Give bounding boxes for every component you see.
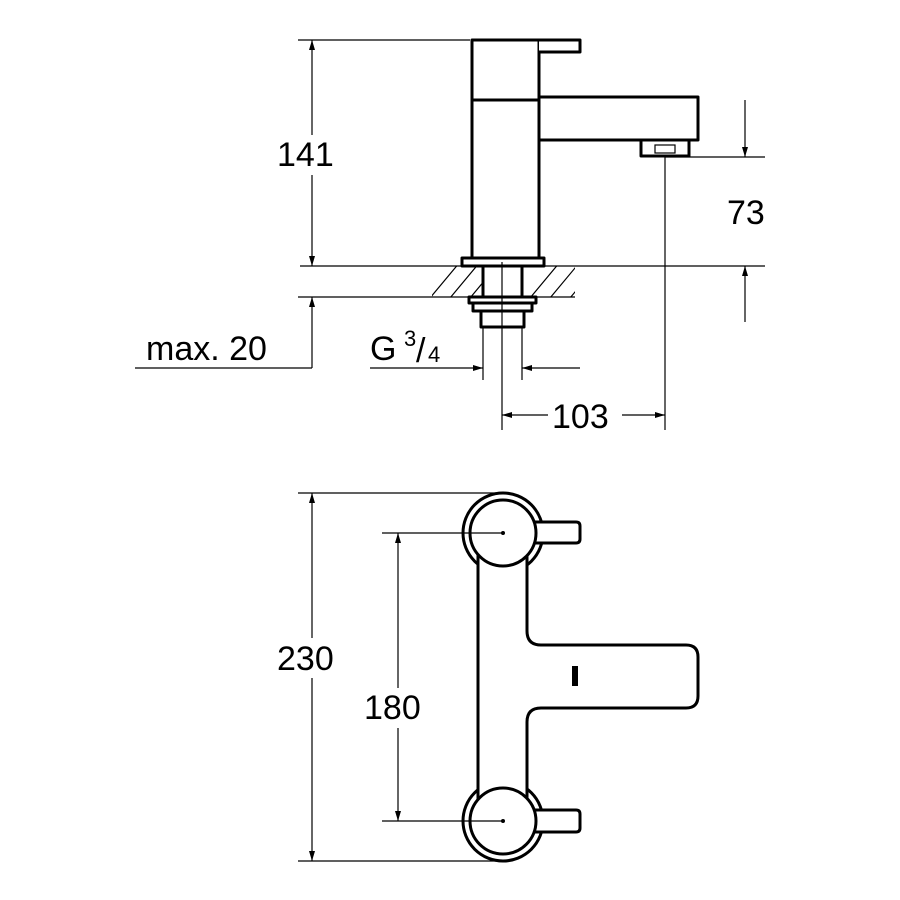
thread-numerator: 3 <box>404 326 416 351</box>
dimension-reach: 103 <box>502 157 666 436</box>
faucet-top-outline <box>461 491 700 863</box>
dimension-thread: G 3 / 4 <box>370 326 580 371</box>
dimension-center-distance: 180 <box>362 532 503 822</box>
dim-reach-label: 103 <box>552 398 609 436</box>
dimension-total-length: 230 <box>275 492 503 862</box>
dim-total-length-label: 230 <box>277 640 334 678</box>
thread-slash: / <box>416 332 426 370</box>
brand-logo <box>572 666 578 686</box>
dimension-max-thickness: max. 20 <box>135 297 315 369</box>
mounting-assembly <box>467 262 538 430</box>
thread-prefix: G <box>370 330 396 368</box>
dimension-spout-height: 73 <box>665 100 765 322</box>
top-view: 230 180 <box>275 491 700 863</box>
dim-spout-height-label: 73 <box>727 194 765 232</box>
faucet-side-outline <box>460 38 700 268</box>
thread-denominator: 4 <box>428 342 440 367</box>
dim-center-distance-label: 180 <box>364 689 421 727</box>
dim-max-thickness-label: max. 20 <box>146 330 267 368</box>
dim-height-label: 141 <box>277 136 334 174</box>
side-view: 141 73 max. 20 G 3 / 4 103 <box>135 38 765 436</box>
dimension-height: 141 <box>275 39 470 266</box>
